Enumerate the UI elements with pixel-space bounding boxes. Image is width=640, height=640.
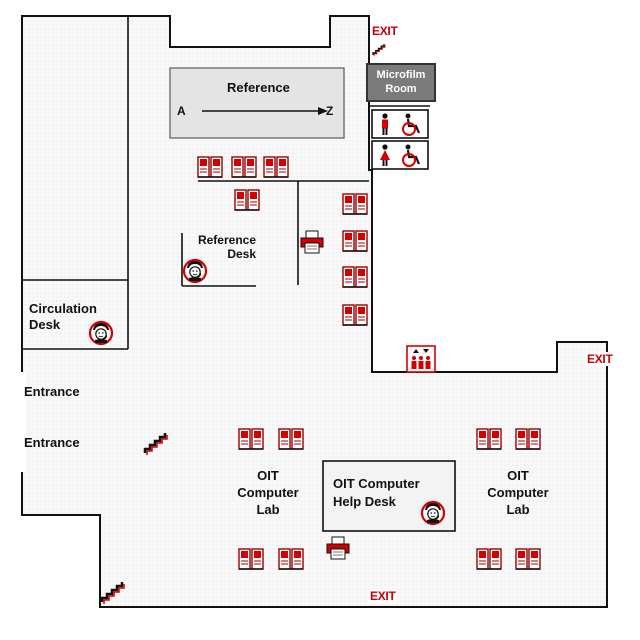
stairs-icon [372,43,386,57]
oit-lab-label-line: Lab [506,501,530,517]
reference-desk-walls [181,180,369,287]
wheelchair-icon [402,113,421,136]
wheelchair-icon [402,144,421,167]
reference-desk-label-line: Reference [197,233,256,247]
women-restroom-icon [380,144,390,166]
reference-shelf-label: Reference [227,80,290,95]
circulation-desk-label-line: Desk [29,316,61,332]
left-stacks-walls [22,16,129,350]
restroom-block [369,105,430,170]
reference-range-start: A [177,104,186,118]
oit-lab-label-line: OIT [257,468,279,483]
oit-computer-lab-label: OIT Computer Lab [229,468,307,519]
oit-computer-lab-label: OIT Computer Lab [479,468,557,519]
reference-desk-label: Reference Desk [194,233,256,262]
oit-lab-label-line: Computer [237,484,299,500]
oit-lab-label-line: Lab [256,501,280,517]
help-person-icon [182,258,208,284]
exit-sign: EXIT [585,352,615,366]
oit-lab-label-line: Computer [487,484,549,500]
reference-shelf [169,67,345,139]
building-outline [21,15,608,608]
exit-sign: EXIT [370,24,400,38]
entrance-label: Entrance [24,435,80,450]
microfilm-room-label: Microfilm [376,68,426,81]
entrance-label: Entrance [24,384,80,399]
oit-lab-label-line: OIT [507,468,529,483]
help-desk-label-line: Help Desk [333,493,396,509]
men-restroom-icon [382,113,388,135]
help-person-icon [420,500,446,526]
oit-help-desk-label: OIT Computer Help Desk [333,475,420,510]
exit-sign: EXIT [368,589,398,603]
microfilm-room: Microfilm Room [366,63,436,102]
elevator-icon [406,345,436,373]
help-desk-label-line: OIT Computer [333,476,420,491]
reference-range-end: Z [326,104,334,118]
circulation-desk-label-line: Circulation [29,301,97,316]
circulation-desk-label: Circulation Desk [29,301,97,332]
reference-desk-label-line: Desk [227,247,256,262]
microfilm-room-label: Room [385,82,417,95]
